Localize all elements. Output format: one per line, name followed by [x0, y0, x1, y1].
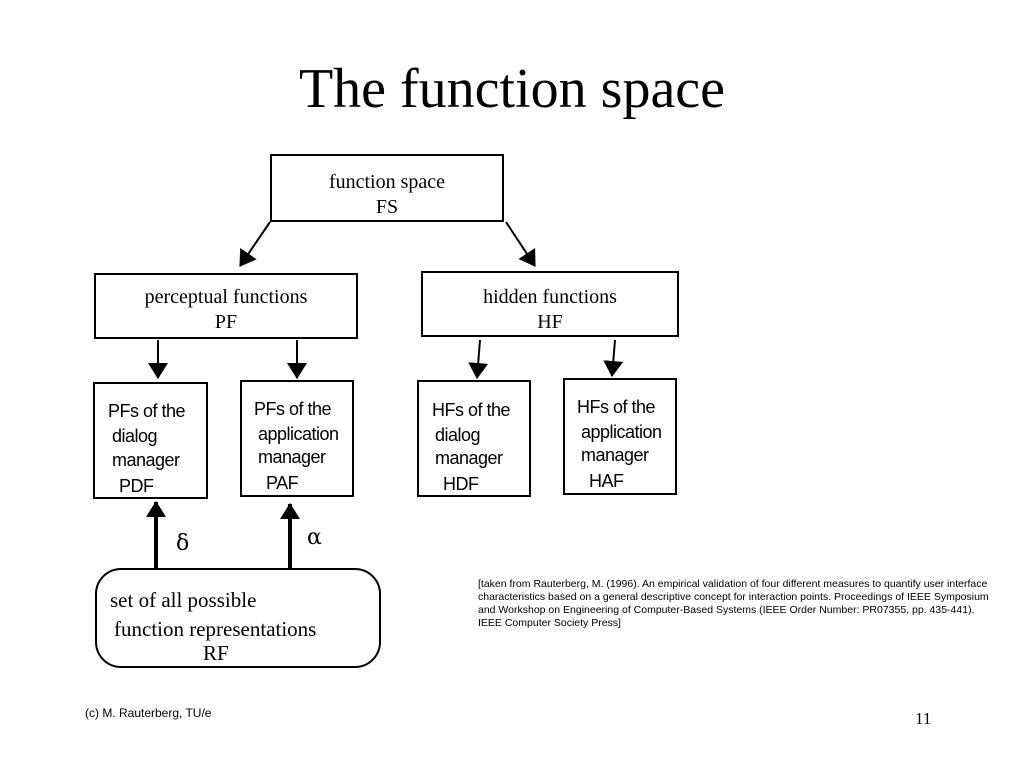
pdf-line-1: PFs of the: [108, 401, 186, 421]
footer-copyright: (c) M. Rauterberg, TU/e: [85, 706, 212, 720]
pdf-box: PFs of the dialog manager PDF: [93, 382, 208, 499]
pdf-line-2: dialog: [112, 426, 158, 446]
paf-line-2: application: [258, 424, 339, 444]
function-space-label: function space: [328, 171, 446, 193]
rf-line-1: set of all possible: [110, 588, 257, 612]
delta-symbol: δ: [176, 531, 190, 556]
alpha-symbol: α: [307, 525, 322, 550]
paf-line-4: PAF: [266, 473, 299, 493]
perceptual-functions-label: perceptual functions: [144, 286, 308, 308]
representation-functions-box: set of all possible function representat…: [95, 568, 381, 668]
arrow-hf-to-haf: [603, 339, 624, 377]
hidden-functions-label: hidden functions: [483, 286, 617, 308]
perceptual-functions-box: perceptual functions PF: [94, 273, 358, 339]
paf-box: PFs of the application manager PAF: [240, 380, 354, 497]
paf-line-1: PFs of the: [254, 399, 332, 419]
haf-box: HFs of the application manager HAF: [563, 378, 677, 495]
citation-text: [taken from Rauterberg, M. (1996). An em…: [478, 578, 989, 629]
arrow-hf-to-hdf: [468, 339, 489, 379]
arrow-fs-to-hf: [505, 221, 536, 267]
function-space-abbr: FS: [375, 196, 399, 218]
haf-line-3: manager: [581, 445, 649, 465]
function-space-box: function space FS: [270, 154, 504, 222]
haf-line-1: HFs of the: [577, 397, 656, 417]
rf-line-2: function representations: [114, 617, 317, 641]
hdf-box: HFs of the dialog manager HDF: [417, 380, 531, 497]
slide-title: The function space: [298, 58, 726, 120]
arrow-fs-to-pf: [239, 221, 271, 267]
pdf-line-4: PDF: [119, 476, 154, 496]
haf-line-4: HAF: [589, 471, 624, 491]
paf-line-3: manager: [258, 447, 326, 467]
hidden-functions-box: hidden functions HF: [421, 271, 679, 337]
perceptual-functions-abbr: PF: [214, 311, 238, 333]
pdf-line-3: manager: [112, 450, 180, 470]
page-number: 11: [915, 709, 932, 728]
rf-line-3: RF: [203, 641, 229, 665]
haf-line-2: application: [581, 422, 662, 442]
hdf-line-2: dialog: [435, 425, 481, 445]
hdf-line-4: HDF: [443, 474, 479, 494]
hdf-line-1: HFs of the: [432, 400, 511, 420]
hidden-functions-abbr: HF: [537, 311, 563, 333]
hdf-line-3: manager: [435, 448, 503, 468]
